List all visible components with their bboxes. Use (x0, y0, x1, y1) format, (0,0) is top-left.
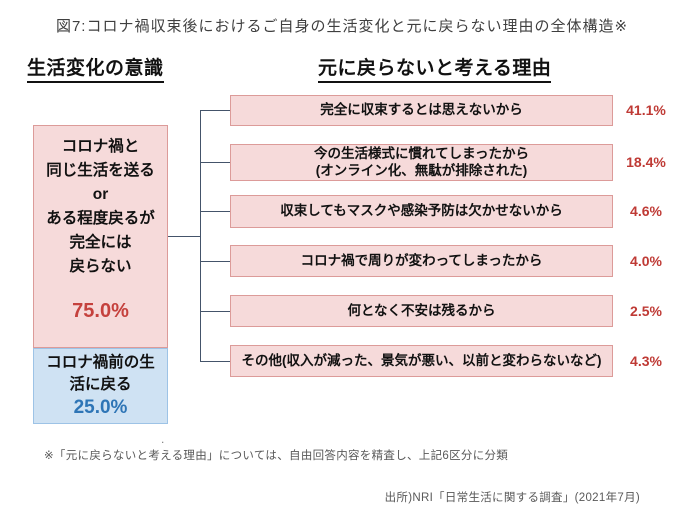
back-group-box: コロナ禍前の生活に戻る 25.0% (33, 348, 168, 424)
not-back-line: ある程度戻るが (46, 210, 155, 227)
reason-percentage-3: 4.6% (630, 203, 662, 219)
not-back-group-box: コロナ禍と 同じ生活を送る or ある程度戻るが 完全には 戻らない 75.0% (33, 125, 168, 348)
connector-stub (200, 311, 230, 312)
footnote: ※「元に戻らないと考える理由」については、自由回答内容を精査し、上記6区分に分類 (44, 450, 509, 462)
back-group-label: コロナ禍前の生活に戻る (46, 354, 155, 393)
reason-box-5: 何となく不安は残るから (230, 295, 613, 327)
reason-percentage-2: 18.4% (626, 154, 666, 170)
connector-stub (200, 110, 230, 111)
not-back-line: コロナ禍と (61, 138, 140, 155)
connector-main-line (168, 236, 200, 237)
connector-vertical-line (200, 110, 201, 361)
connector-stub (200, 211, 230, 212)
reason-percentage-6: 4.3% (630, 353, 662, 369)
reason-box-2: 今の生活様式に慣れてしまったから (オンライン化、無駄が排除された) (230, 144, 613, 181)
stray-dot-mark: . (161, 432, 165, 446)
not-back-percentage: 75.0% (72, 300, 129, 322)
right-column-header: 元に戻らないと考える理由 (318, 53, 552, 83)
not-back-line: 戻らない (69, 258, 132, 275)
not-back-line: 同じ生活を送る (46, 162, 155, 179)
back-percentage: 25.0% (73, 397, 128, 418)
connector-stub (200, 361, 230, 362)
source-credit: 出所)NRI「日常生活に関する調査」(2021年7月) (384, 492, 640, 504)
not-back-line: 完全には (69, 234, 132, 251)
reason-box-3: 収束してもマスクや感染予防は欠かせないから (230, 195, 613, 228)
reason-box-1: 完全に収束するとは思えないから (230, 95, 613, 126)
connector-stub (200, 162, 230, 163)
figure-title: 図7:コロナ禍収束後におけるご自身の生活変化と元に戻らない理由の全体構造※ (55, 18, 629, 35)
reason-percentage-5: 2.5% (630, 303, 662, 319)
reason-percentage-4: 4.0% (630, 253, 662, 269)
reason-percentage-1: 41.1% (626, 102, 666, 118)
reason-box-6: その他(収入が減った、景気が悪い、以前と変わらないなど) (230, 345, 613, 377)
reason-box-4: コロナ禍で周りが変わってしまったから (230, 245, 613, 277)
left-column-header: 生活変化の意識 (27, 53, 164, 83)
connector-stub (200, 261, 230, 262)
not-back-line: or (92, 186, 109, 203)
